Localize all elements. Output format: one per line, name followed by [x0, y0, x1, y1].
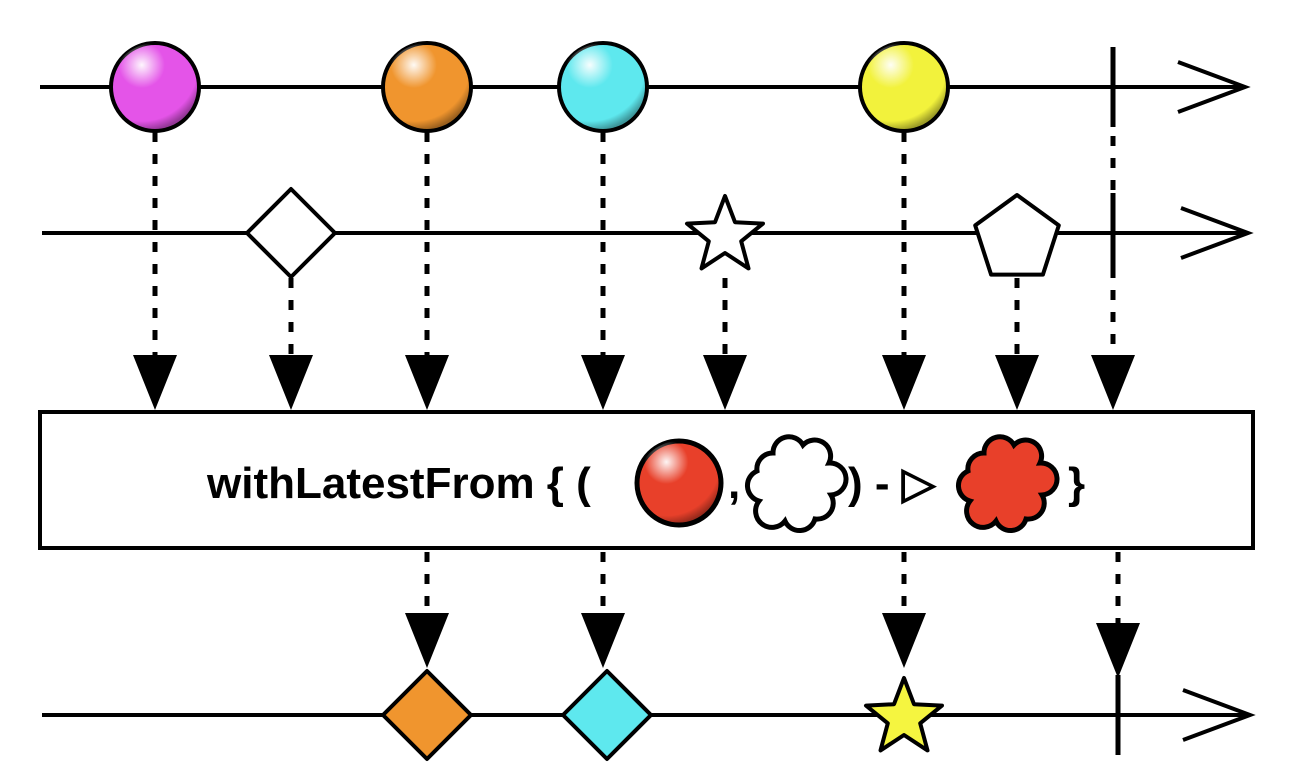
other-marble-pentagon	[973, 193, 1061, 277]
other-marble-diamond	[245, 187, 337, 279]
dotted-arrow	[269, 278, 313, 410]
source-marble-circle	[381, 41, 473, 133]
operator-label: withLatestFrom { (	[206, 459, 591, 508]
marbles	[109, 41, 1121, 761]
operator-box: withLatestFrom { ( , ) - ▷ }	[38, 410, 1255, 550]
dotted-arrow	[133, 132, 177, 410]
emission-arrows	[133, 92, 1140, 678]
dotted-arrow	[882, 552, 926, 668]
dotted-arrow	[995, 278, 1039, 410]
operator-close-brace: }	[1068, 459, 1085, 508]
dotted-arrow	[405, 552, 449, 668]
dotted-arrow	[581, 132, 625, 410]
output-marble-diamond	[561, 669, 653, 761]
white-cloud-icon	[745, 434, 849, 533]
dotted-arrow	[405, 132, 449, 410]
source-marble-circle	[109, 41, 201, 133]
red-cloud-icon	[956, 434, 1060, 533]
dotted-arrow	[581, 552, 625, 668]
output-marble-star	[864, 676, 944, 753]
output-marble-diamond	[381, 669, 473, 761]
dotted-arrow	[703, 278, 747, 410]
operator-arrow: ) - ▷	[848, 459, 938, 508]
source-marble-circle	[858, 41, 950, 133]
other-marble-star	[685, 194, 765, 271]
operator-comma: ,	[728, 459, 740, 508]
dotted-arrow	[1096, 552, 1140, 678]
other-timeline	[42, 206, 1254, 260]
source-marble-circle	[557, 41, 649, 133]
dotted-arrow	[882, 132, 926, 410]
